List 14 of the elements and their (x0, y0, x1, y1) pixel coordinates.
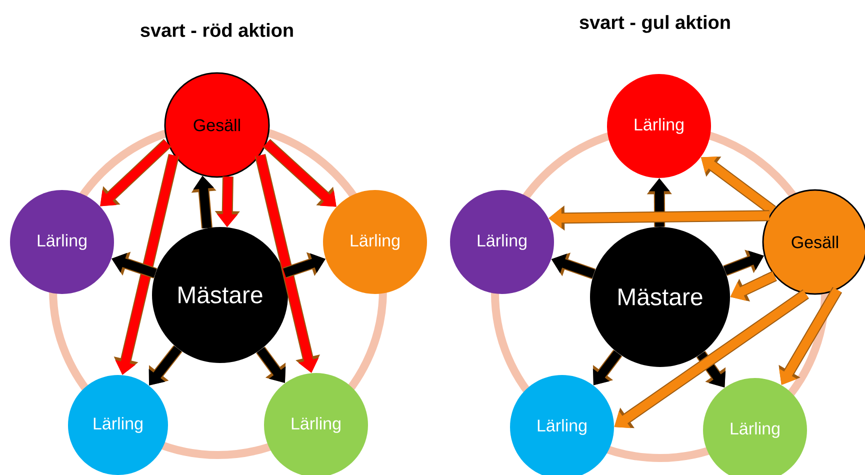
circle-node: Gesäll (762, 189, 865, 295)
block-arrow (148, 345, 182, 386)
circle-node: Mästare (590, 227, 730, 367)
heading: svart - gul aktion (580, 15, 730, 33)
circle-node: Lärling (68, 375, 168, 475)
heading: svart - röd aktion (140, 23, 293, 37)
block-arrow (262, 138, 336, 207)
circle-node: Mästare (152, 227, 288, 363)
circle-node: Lärling (323, 190, 427, 294)
circle-node: Lärling (607, 74, 711, 178)
circle-node: Lärling (450, 190, 554, 294)
circle-node: Lärling (10, 190, 114, 294)
circle-node: Gesäll (164, 72, 270, 178)
block-arrow (100, 139, 172, 206)
